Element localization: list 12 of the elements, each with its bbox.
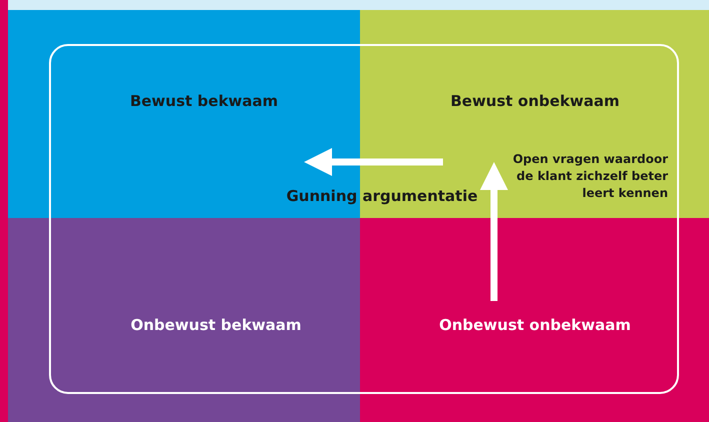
quadrant-title: Bewust onbekwaam bbox=[450, 92, 620, 110]
quadrant bbox=[8, 10, 360, 218]
quadrant-title: Onbewust bekwaam bbox=[130, 316, 302, 334]
quadrant-title: Onbewust onbekwaam bbox=[439, 316, 631, 334]
edge-label: Open vragen waardoor de klant zichzelf beter leert kennen bbox=[512, 151, 668, 202]
arrow bbox=[480, 162, 508, 301]
quadrant bbox=[8, 218, 360, 422]
quadrant-title: Bewust bekwaam bbox=[130, 92, 278, 110]
quadrant bbox=[360, 10, 709, 218]
arrow bbox=[304, 148, 443, 176]
quadrant bbox=[360, 218, 709, 422]
edge-label: Gunning argumentatie bbox=[285, 186, 479, 207]
